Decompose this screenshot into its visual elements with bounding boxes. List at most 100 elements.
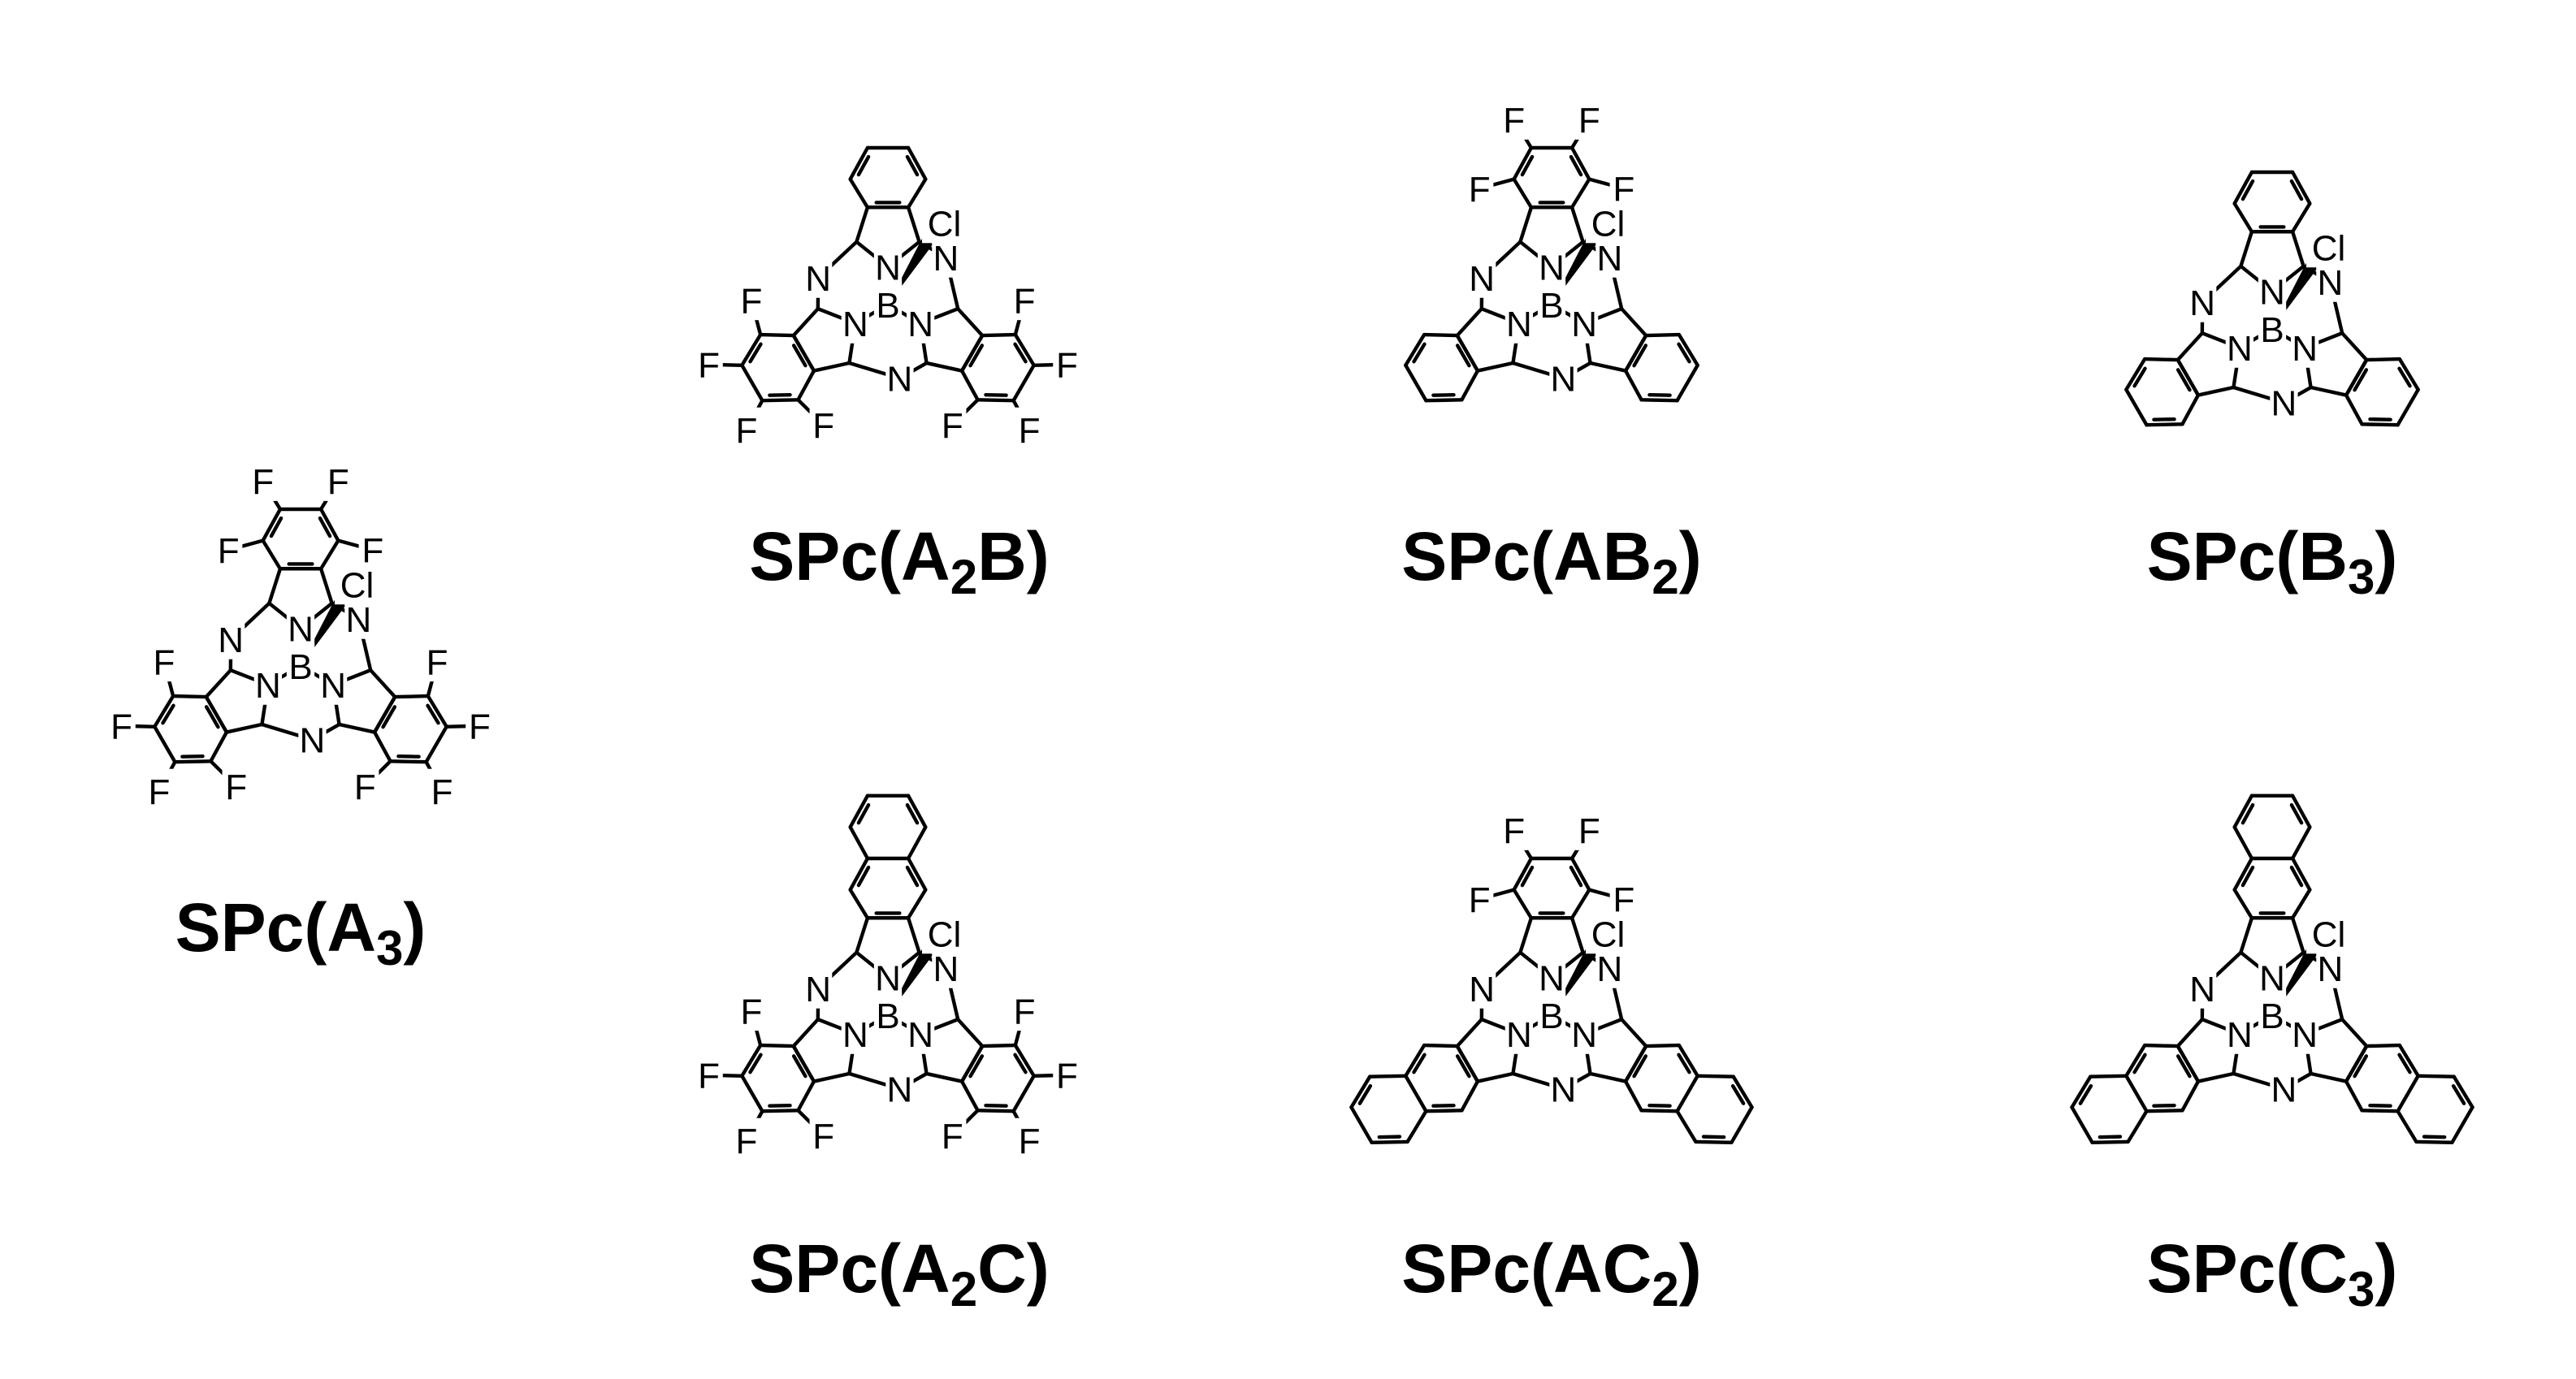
double-bond-line	[2424, 1137, 2444, 1138]
chlorine-label: Cl	[928, 204, 962, 244]
bond-line	[2292, 827, 2310, 858]
bond-line	[391, 761, 426, 762]
bond-line	[962, 371, 977, 400]
bond-line	[1408, 1111, 1427, 1142]
bond-line	[2362, 424, 2398, 425]
bond-line	[1591, 363, 1626, 371]
fluorine-label: F	[735, 411, 757, 451]
bond-line	[2145, 1045, 2178, 1046]
bond-line	[2178, 333, 2202, 360]
bond-line	[1478, 363, 1513, 371]
bond-line	[1520, 918, 1531, 952]
bond-line	[760, 1045, 794, 1046]
bond-line	[978, 1110, 1014, 1111]
fluorine-label: F	[735, 1122, 757, 1161]
label-suffix: )	[1027, 518, 1050, 594]
pyrrole-nitrogen-label: N	[1539, 959, 1565, 999]
bond-line	[742, 1076, 762, 1111]
meso-nitrogen-label: N	[2271, 1070, 2297, 1110]
double-bond-line	[2154, 419, 2174, 420]
bond-line	[814, 363, 850, 371]
double-bond-line	[1433, 1105, 1453, 1106]
bond-line	[1621, 309, 1646, 335]
bond-line	[1514, 890, 1531, 919]
meso-nitrogen-label: N	[2189, 283, 2215, 323]
meso-nitrogen-label: N	[346, 600, 372, 640]
bond-line	[1572, 918, 1583, 952]
bond-line	[1731, 1107, 1751, 1142]
pyrrole-nitrogen-label: N	[320, 666, 346, 706]
label-prefix: SPc(	[1401, 518, 1553, 594]
fluorine-label: F	[1014, 992, 1036, 1031]
bond-line	[426, 727, 447, 762]
meso-nitrogen-label: N	[1551, 360, 1577, 400]
bond-line	[2342, 333, 2366, 360]
label-unit: C	[977, 1230, 1027, 1307]
bond-line	[1370, 1076, 1405, 1077]
bond-line	[851, 179, 868, 208]
label-subscript: 3	[376, 921, 403, 975]
meso-nitrogen-label: N	[887, 1070, 913, 1110]
fluorine-label: F	[740, 992, 762, 1031]
bond-line	[2366, 1045, 2400, 1046]
label-unit: A	[327, 889, 376, 966]
double-bond-line	[398, 756, 418, 757]
bond-line	[927, 1074, 963, 1082]
fluorine-label: F	[1056, 346, 1078, 386]
pyrrole-nitrogen-label: N	[255, 666, 281, 706]
bond-line	[1591, 1074, 1626, 1082]
bond-line	[1457, 1019, 1482, 1046]
bond-line	[173, 696, 206, 697]
fluorine-label: F	[153, 642, 175, 682]
bond-line	[206, 670, 231, 697]
bond-line	[1698, 1076, 1734, 1077]
fluorine-label: F	[740, 281, 762, 321]
compound-label-c3: SPc(C3)	[2147, 1234, 2398, 1303]
pyrrole-nitrogen-label: N	[875, 249, 901, 288]
label-suffix: )	[403, 889, 426, 966]
meso-nitrogen-label: N	[805, 259, 831, 299]
meso-nitrogen-label: N	[805, 970, 831, 1009]
pyrrole-nitrogen-label: N	[875, 959, 901, 999]
boron-label: B	[1539, 996, 1563, 1036]
bond-line	[1695, 1142, 1731, 1143]
bond-line	[794, 309, 818, 335]
bond-line	[2240, 231, 2252, 266]
double-bond-line	[985, 1105, 1006, 1106]
double-bond-line	[1649, 1105, 1669, 1106]
double-bond-line	[769, 395, 790, 396]
fluorine-label: F	[1578, 101, 1600, 140]
bond-line	[1514, 179, 1531, 208]
label-subscript: 3	[2348, 1262, 2375, 1316]
bond-line	[154, 727, 175, 762]
double-bond-line	[769, 1105, 790, 1106]
bond-line	[370, 670, 395, 697]
meso-nitrogen-label: N	[933, 949, 959, 989]
fluorine-label: F	[942, 1117, 963, 1156]
bond-line	[2128, 1111, 2147, 1142]
double-bond-line	[2100, 1137, 2120, 1138]
fluorine-label: F	[1469, 170, 1491, 210]
boron-label: B	[288, 647, 312, 687]
bond-line	[2093, 1142, 2128, 1143]
bond-line	[1461, 371, 1477, 400]
bond-line	[263, 541, 280, 569]
bond-line	[1405, 1076, 1426, 1111]
bond-line	[1678, 365, 1698, 400]
label-prefix: SPc(	[2147, 1230, 2299, 1307]
bond-line	[1405, 365, 1426, 400]
meso-nitrogen-label: N	[2189, 970, 2215, 1009]
compound-label-a2b: SPc(A2B)	[749, 522, 1049, 590]
label-subscript: 2	[1652, 550, 1678, 604]
bond-line	[856, 207, 868, 241]
bond-line	[958, 309, 982, 335]
fluorine-label: F	[1056, 1057, 1078, 1096]
bond-line	[2178, 1019, 2202, 1046]
meso-nitrogen-label: N	[933, 239, 959, 279]
bond-line	[2182, 396, 2197, 425]
bond-line	[1014, 1076, 1034, 1111]
pyrrole-nitrogen-label: N	[2259, 273, 2285, 313]
bond-line	[742, 365, 762, 400]
